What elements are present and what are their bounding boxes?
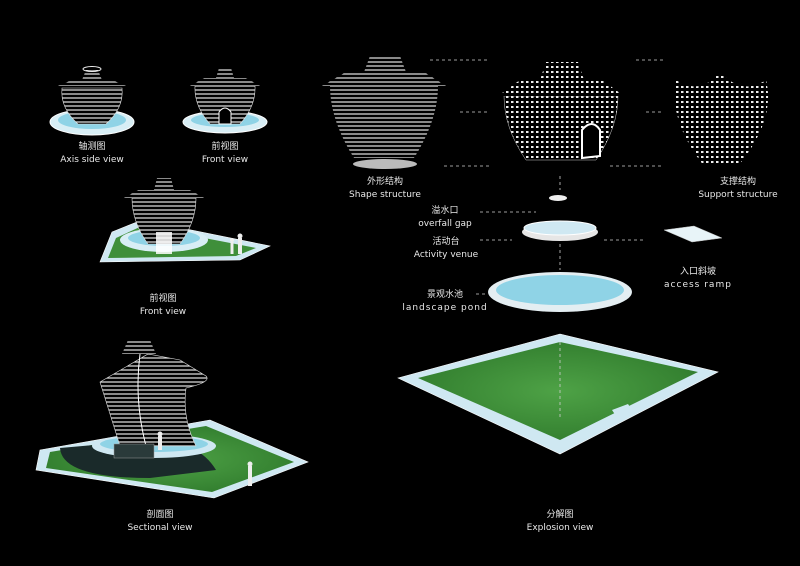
base-platform-model [397,333,719,455]
front-large-model [99,178,271,263]
support-structure-en: Support structure [698,190,778,200]
activity-venue-model [522,220,598,241]
axis-side-model [49,66,135,136]
front-small-model [182,68,268,134]
combined-structure-model [498,62,624,161]
access-ramp-label: 入口斜坡 access ramp [658,266,738,292]
access-ramp-en: access ramp [664,280,732,290]
landscape-pond-model [488,272,632,312]
front-view-small-label: 前视图 Front view [185,141,265,167]
support-structure-cn: 支撑结构 [719,177,756,187]
landscape-pond-en: landscape pond [402,303,488,313]
front-view-small-en: Front view [201,155,249,165]
sectional-model [35,340,309,499]
sectional-view-cn: 剖面图 [146,510,174,520]
shape-structure-cn: 外形结构 [366,177,403,187]
landscape-pond-cn: 景观水池 [426,290,463,300]
shape-structure-model [322,56,446,169]
front-view-large-cn: 前视图 [149,294,177,304]
activity-venue-label: 活动台 Activity venue [408,236,484,262]
axis-side-view-label: 轴测图 Axis side view [52,141,132,167]
explosion-view-cn: 分解图 [546,510,574,520]
shape-structure-en: Shape structure [349,190,421,200]
front-view-large-en: Front view [139,307,187,317]
support-structure-label: 支撑结构 Support structure [688,176,788,202]
overfall-gap-label: 溢水口 overfall gap [410,205,480,231]
shape-structure-label: 外形结构 Shape structure [340,176,430,202]
activity-venue-cn: 活动台 [432,237,460,247]
overfall-gap-cn: 溢水口 [431,206,459,216]
overfall-gap-en: overfall gap [418,219,472,229]
explosion-view-en: Explosion view [526,523,594,533]
sectional-view-en: Sectional view [127,523,193,533]
axis-side-view-cn: 轴测图 [78,142,106,152]
front-view-large-label: 前视图 Front view [123,293,203,319]
front-view-small-cn: 前视图 [211,142,239,152]
access-ramp-cn: 入口斜坡 [679,267,716,277]
guide-lines [430,59,664,418]
axis-side-view-en: Axis side view [60,155,124,165]
explosion-view-label: 分解图 Explosion view [515,509,605,535]
access-ramp-model [663,225,723,243]
sectional-view-label: 剖面图 Sectional view [115,509,205,535]
activity-venue-en: Activity venue [413,250,479,260]
landscape-pond-label: 景观水池 landscape pond [400,289,490,315]
support-structure-model [674,72,769,166]
overfall-gap-model [549,195,567,201]
